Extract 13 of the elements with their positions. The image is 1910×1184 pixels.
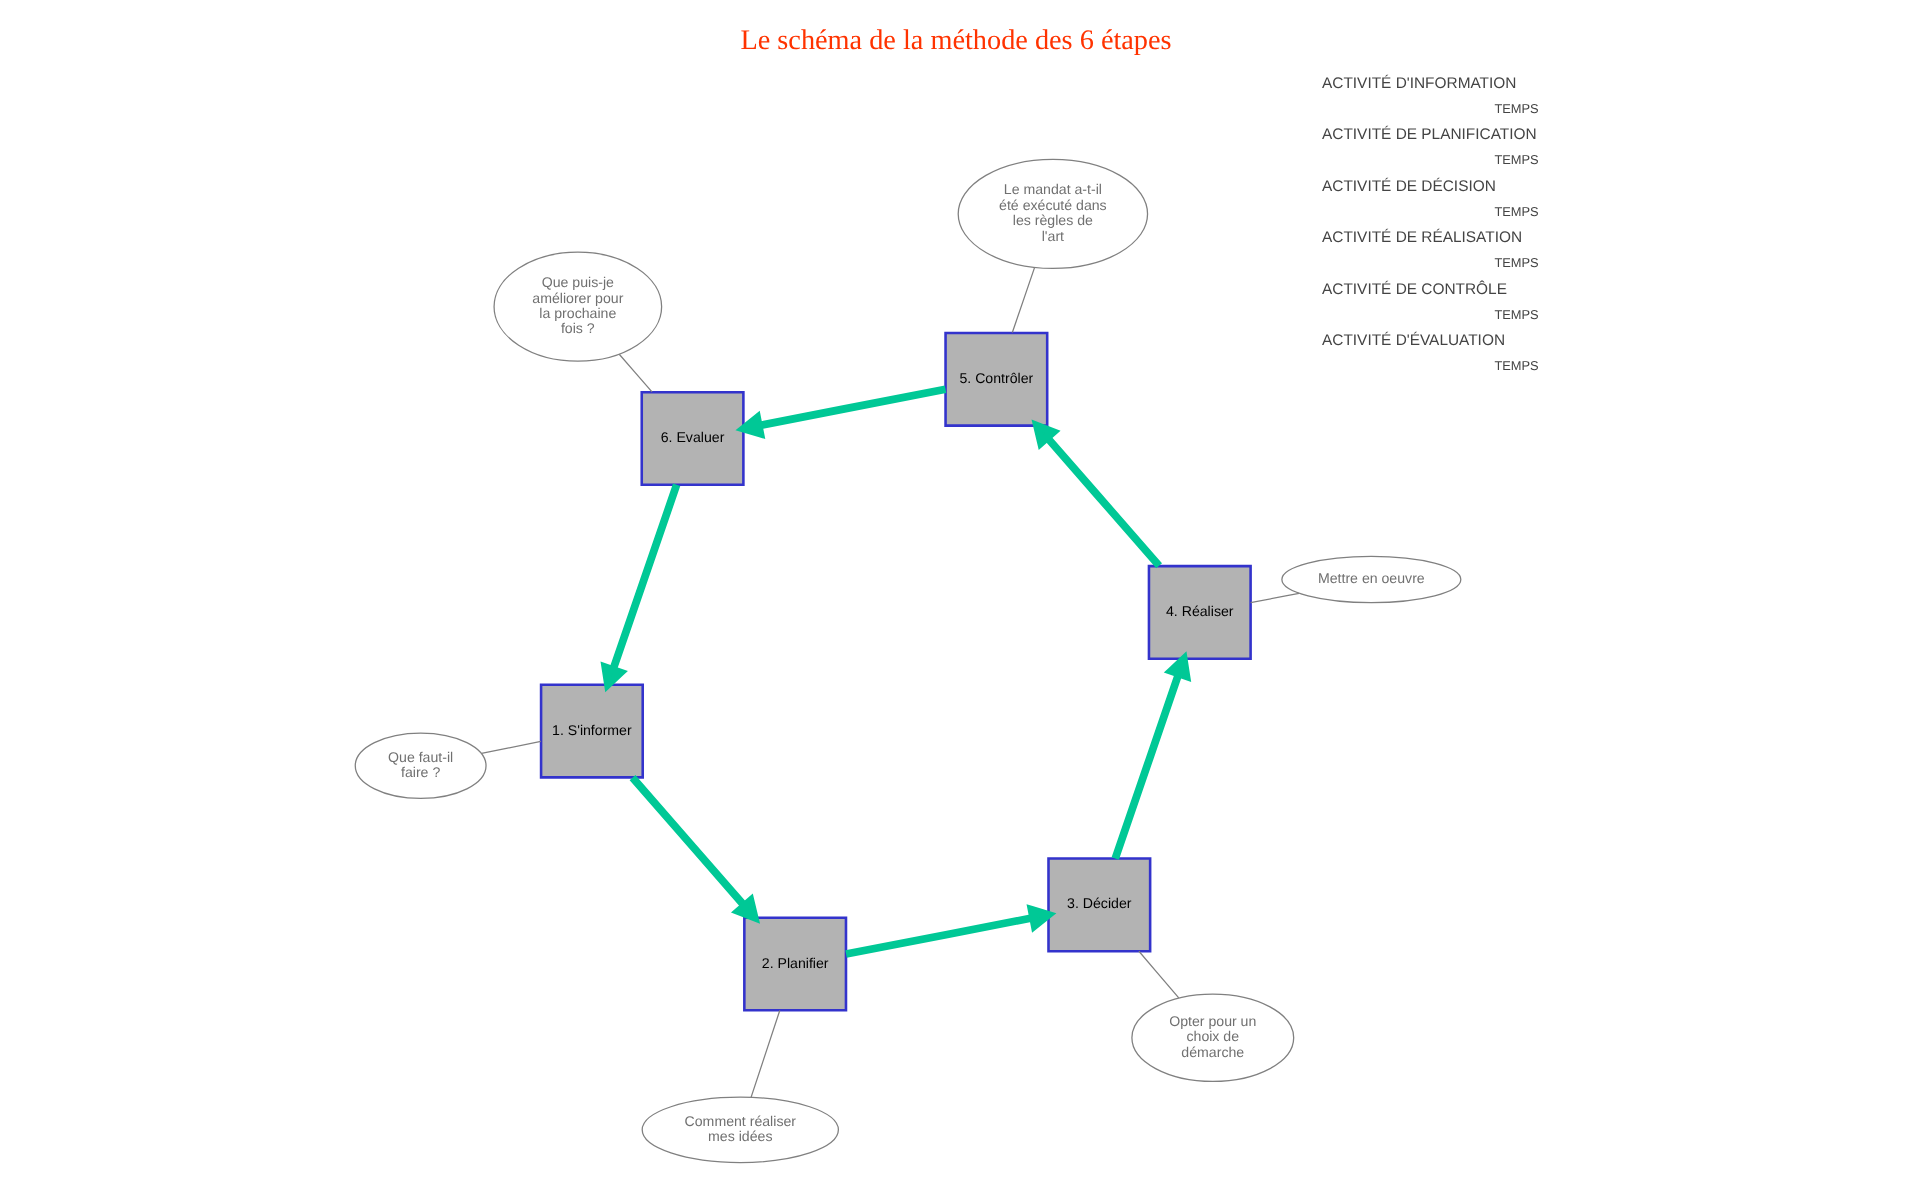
arrow [628, 775, 760, 924]
diagram-title: Le schéma de la méthode des 6 étapes [739, 25, 1171, 58]
arrow [844, 904, 1056, 958]
connector [749, 1009, 780, 1098]
connector [1248, 592, 1299, 604]
arrow [1110, 651, 1191, 860]
connector [1137, 950, 1179, 999]
connector [479, 740, 541, 755]
connector [617, 353, 652, 393]
arrow [734, 385, 946, 440]
connector [1010, 267, 1035, 334]
arrow [1030, 419, 1161, 569]
arrow [599, 483, 680, 693]
